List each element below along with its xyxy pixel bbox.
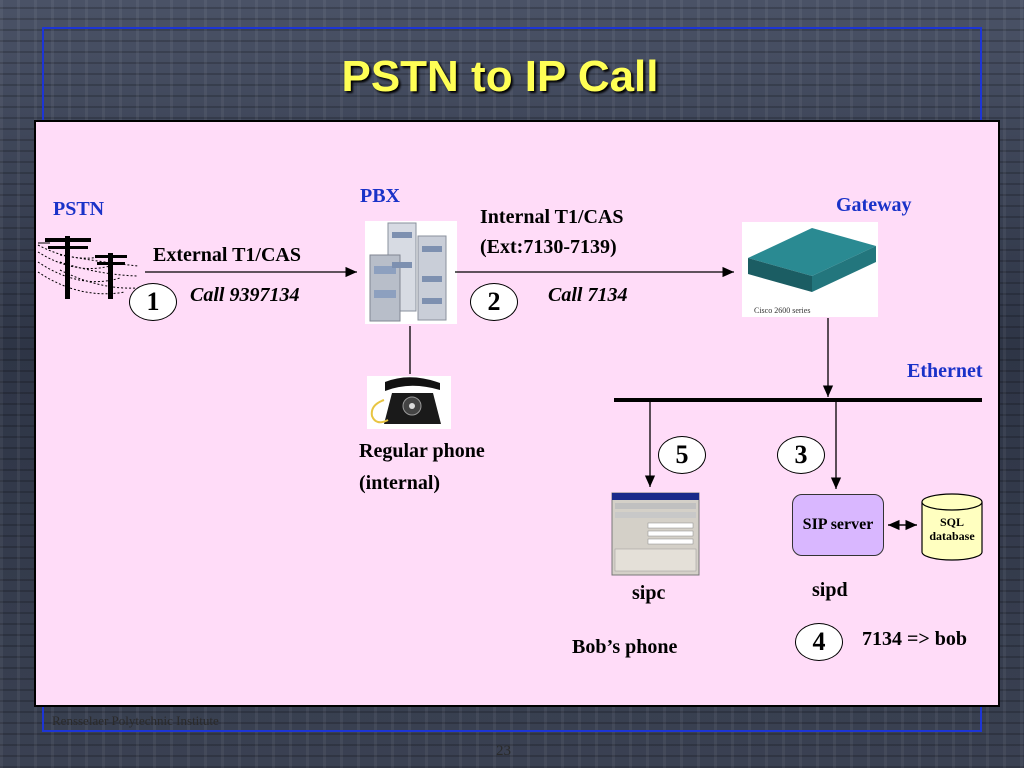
- sipc-label: sipc: [632, 582, 666, 604]
- step-4-badge: 4: [795, 623, 843, 661]
- sip-server-box: SIP server: [792, 494, 884, 556]
- internal-link-label-1: Internal T1/CAS: [480, 206, 624, 228]
- step-3-badge: 3: [777, 436, 825, 474]
- bobs-phone-label: Bob’s phone: [572, 636, 678, 658]
- pbx-cabinet-icon: [365, 221, 457, 324]
- page-number: 23: [496, 743, 511, 759]
- step-5-badge: 5: [658, 436, 706, 474]
- call-7134-label: Call 7134: [548, 284, 628, 306]
- database-label: database: [929, 529, 975, 543]
- database-icon: [921, 493, 983, 561]
- gateway-model-label: Cisco 2600 series: [754, 306, 811, 315]
- step-1-badge: 1: [129, 283, 177, 321]
- desk-phone-icon: [367, 376, 451, 429]
- telephone-pole-icon: [37, 236, 139, 299]
- sipd-label: sipd: [812, 579, 848, 601]
- diagram-panel: [34, 120, 1000, 707]
- step-2-badge: 2: [470, 283, 518, 321]
- call-9397134-label: Call 9397134: [190, 284, 300, 306]
- router-icon: [742, 222, 878, 317]
- institute-footer: Rensselaer Polytechnic Institute: [52, 713, 219, 728]
- slide-title: PSTN to IP Call: [341, 52, 659, 101]
- regular-phone-label-1: Regular phone: [359, 440, 485, 462]
- ethernet-label: Ethernet: [907, 360, 983, 382]
- external-link-label: External T1/CAS: [153, 244, 301, 266]
- regular-phone-label-2: (internal): [359, 472, 441, 494]
- mapping-label: 7134 => bob: [862, 628, 968, 650]
- sip-client-window-icon: [611, 492, 700, 576]
- sql-label: SQL: [939, 515, 964, 529]
- gateway-label: Gateway: [836, 194, 912, 216]
- pstn-label: PSTN: [53, 198, 105, 220]
- connector-lines: [145, 266, 917, 531]
- pbx-label: PBX: [360, 185, 400, 207]
- internal-link-label-2: (Ext:7130-7139): [480, 236, 617, 258]
- sql-database-label: SQL database: [922, 515, 982, 543]
